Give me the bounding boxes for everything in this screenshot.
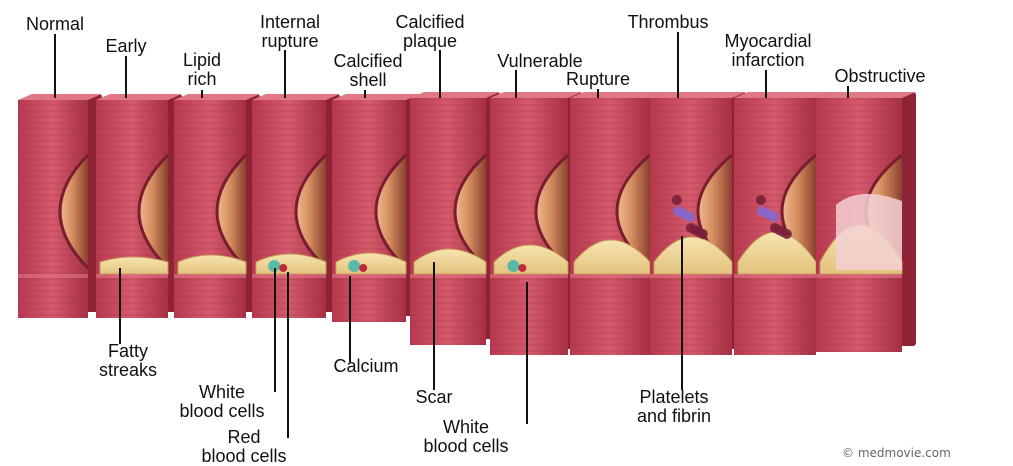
artery-segment-calcified-plaque bbox=[410, 92, 500, 345]
label-line: Platelets bbox=[637, 388, 711, 407]
label-line: Normal bbox=[26, 15, 84, 34]
label-line: Early bbox=[105, 37, 146, 56]
label-line: rupture bbox=[260, 32, 320, 51]
label-line: Internal bbox=[260, 13, 320, 32]
label-line: streaks bbox=[99, 361, 157, 380]
label-line: Calcium bbox=[333, 357, 398, 376]
label-line: White bbox=[179, 383, 264, 402]
label-line: rich bbox=[183, 70, 221, 89]
label-line: Thrombus bbox=[627, 13, 708, 32]
label-line: Calcified bbox=[395, 13, 464, 32]
label-calcium: Calcium bbox=[333, 357, 398, 376]
label-line: blood cells bbox=[201, 447, 286, 466]
artery-segment-lipid-rich bbox=[174, 94, 260, 318]
artery-segment-myocardial-infarction bbox=[734, 92, 830, 355]
label-line: Red bbox=[201, 428, 286, 447]
copyright-text: © medmovie.com bbox=[842, 446, 951, 460]
label-line: White bbox=[423, 418, 508, 437]
label-line: Obstructive bbox=[834, 67, 925, 86]
artery-segment-normal bbox=[18, 94, 102, 318]
label-thrombus: Thrombus bbox=[627, 13, 708, 32]
artery-segment-rupture bbox=[570, 92, 664, 355]
label-scar: Scar bbox=[415, 388, 452, 407]
label-line: Rupture bbox=[566, 70, 630, 89]
artery-segment-thrombus bbox=[650, 92, 746, 355]
label-line: Fatty bbox=[99, 342, 157, 361]
label-obstructive: Obstructive bbox=[834, 67, 925, 86]
label-line: infarction bbox=[724, 51, 811, 70]
artery-segment-internal-rupture bbox=[252, 94, 340, 318]
artery-segment-calcified-shell bbox=[332, 94, 420, 322]
artery-segment-obstructive bbox=[816, 92, 916, 352]
label-rupture: Rupture bbox=[566, 70, 630, 89]
label-line: blood cells bbox=[179, 402, 264, 421]
label-line: and fibrin bbox=[637, 407, 711, 426]
label-early: Early bbox=[105, 37, 146, 56]
label-line: blood cells bbox=[423, 437, 508, 456]
artery-segment-early bbox=[96, 94, 182, 318]
label-line: Myocardial bbox=[724, 32, 811, 51]
label-normal: Normal bbox=[26, 15, 84, 34]
label-line: Scar bbox=[415, 388, 452, 407]
label-line: Calcified bbox=[333, 52, 402, 71]
label-line: Lipid bbox=[183, 51, 221, 70]
label-line: plaque bbox=[395, 32, 464, 51]
artery-segment-vulnerable bbox=[490, 92, 582, 355]
label-line: shell bbox=[333, 71, 402, 90]
